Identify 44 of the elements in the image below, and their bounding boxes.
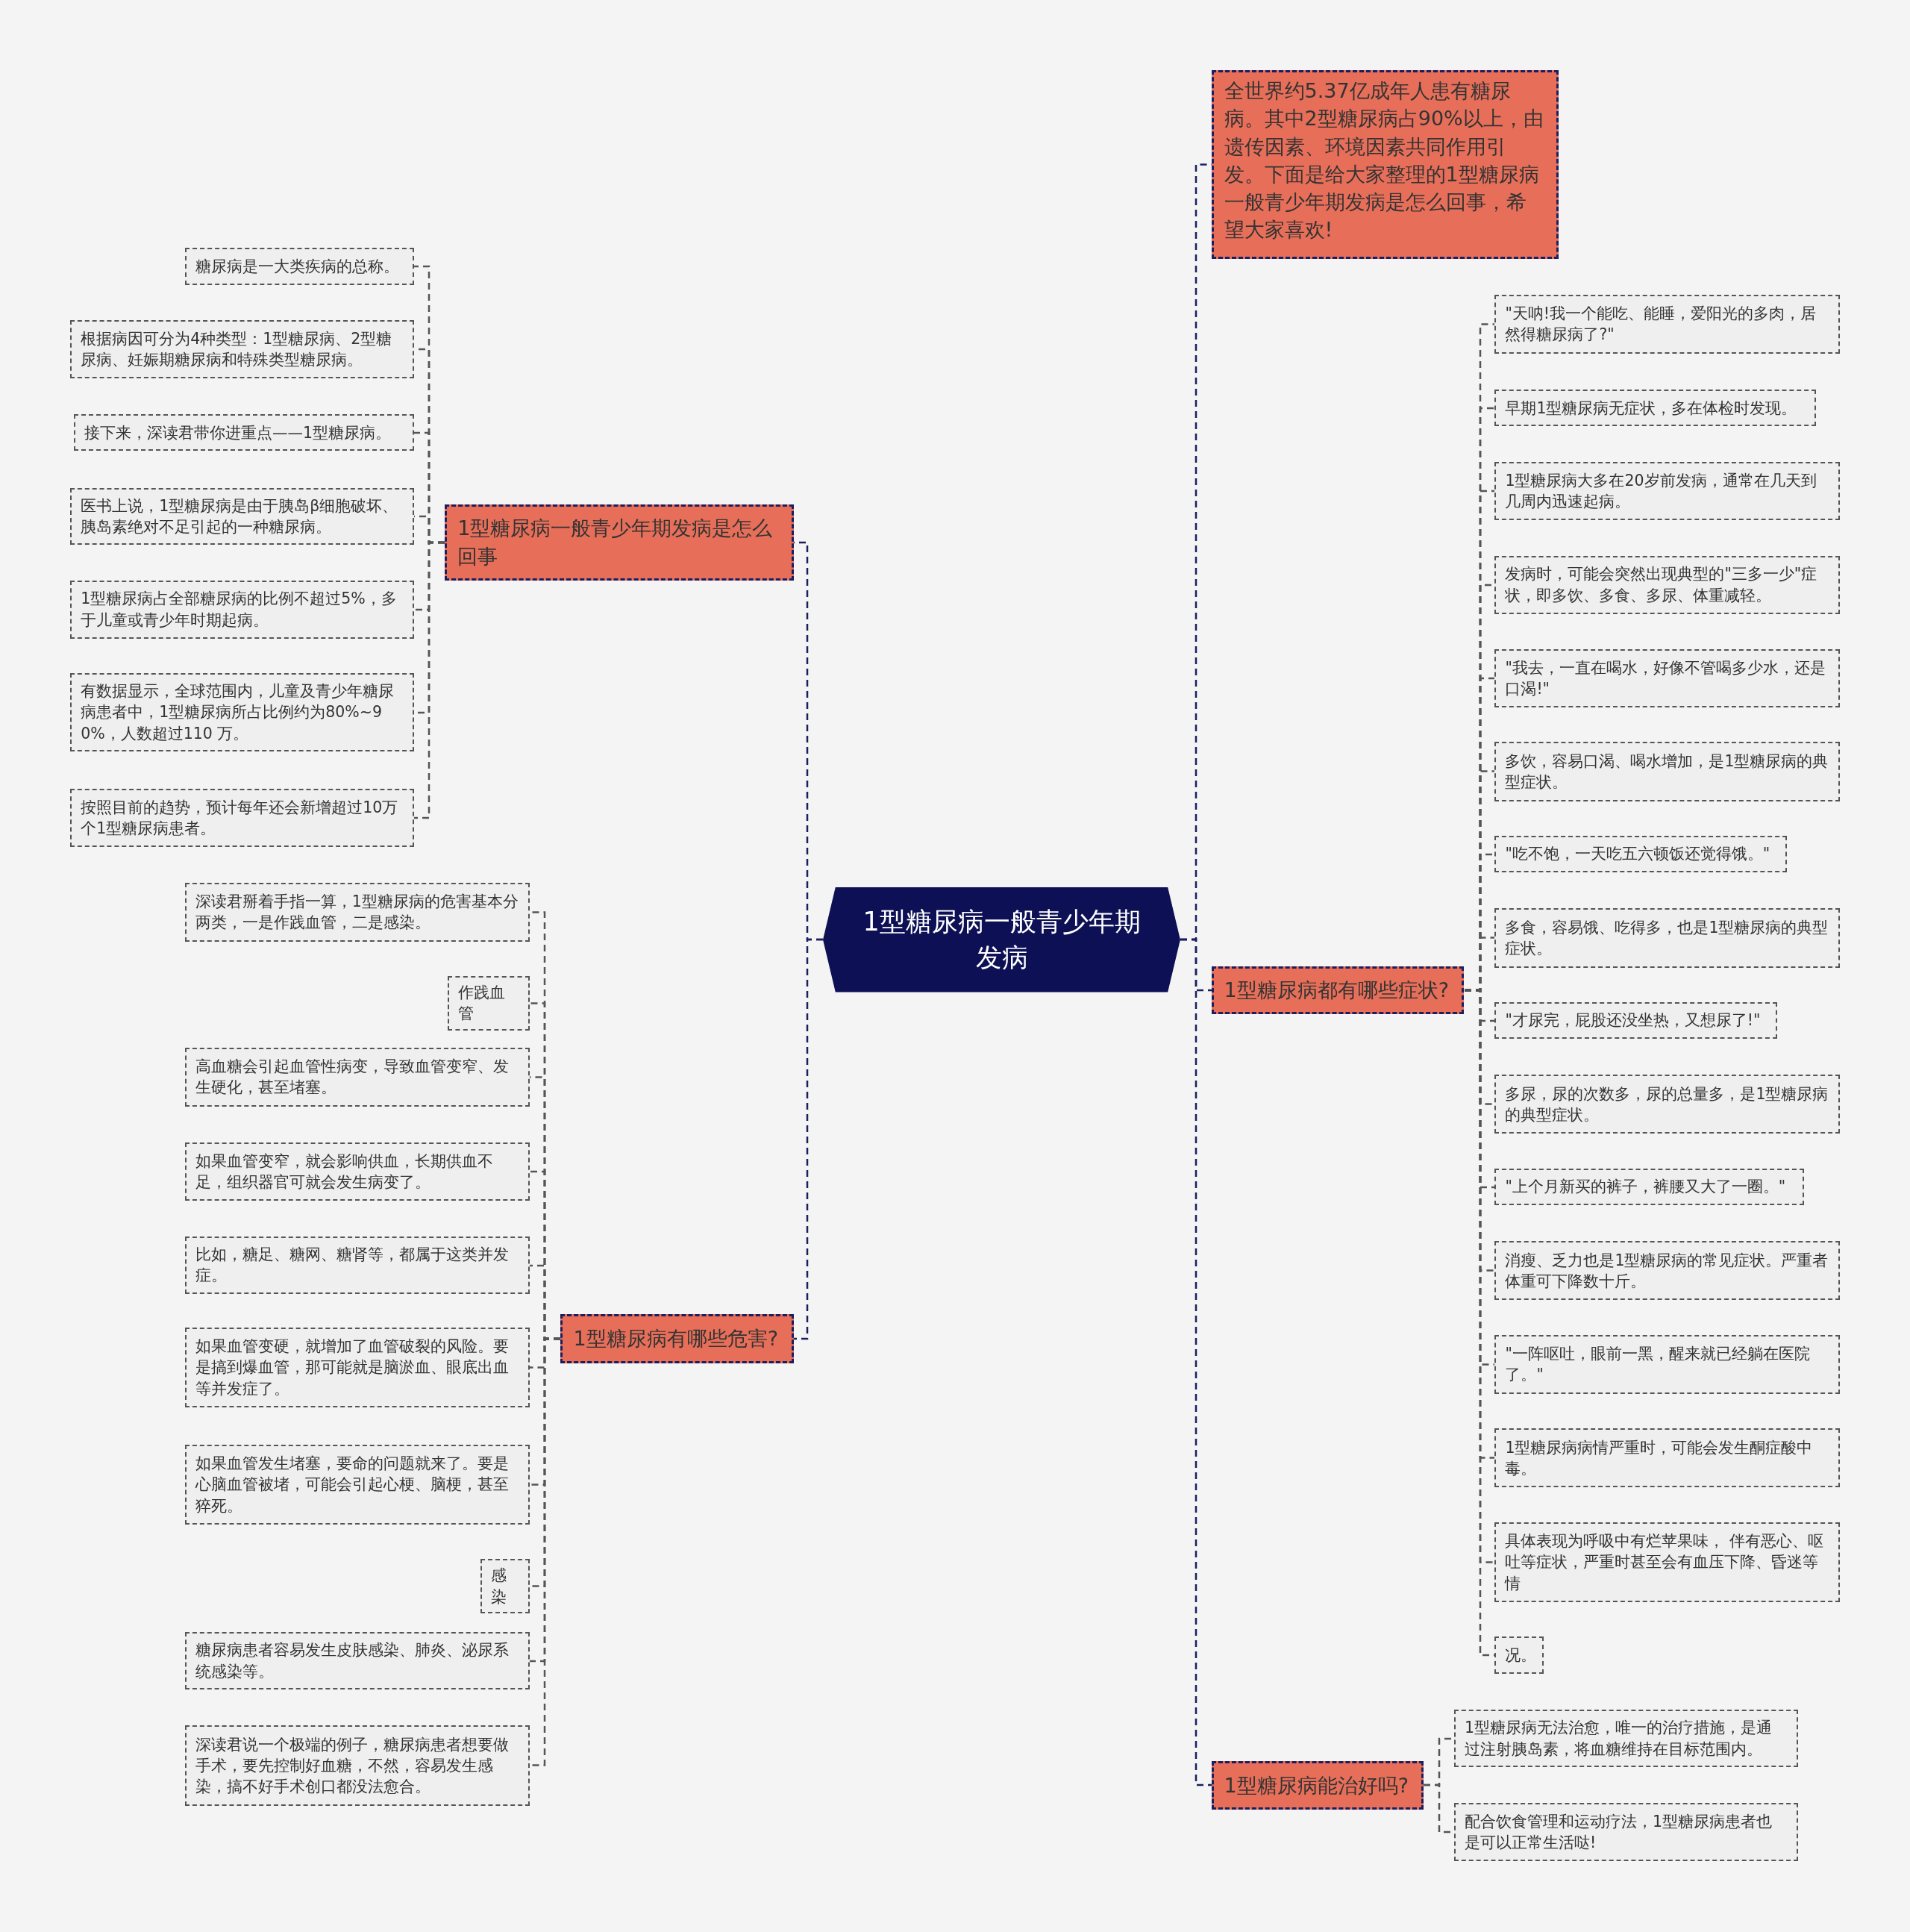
note-box: 多尿，尿的次数多，尿的总量多，是1型糖尿病的典型症状。 xyxy=(1494,1075,1840,1134)
note-box: 有数据显示，全球范围内，儿童及青少年糖尿病患者中，1型糖尿病所占比例约为80%~90%，人数超过110 万。 xyxy=(70,672,414,752)
note-box: 1型糖尿病无法治愈，唯一的治疗措施，是通过注射胰岛素，将血糖维持在目标范围内。 xyxy=(1453,1709,1798,1768)
note-box: 根据病因可分为4种类型：1型糖尿病、2型糖尿病、妊娠期糖尿病和特殊类型糖尿病。 xyxy=(70,320,414,379)
note-box: 1型糖尿病大多在20岁前发病，通常在几天到几周内迅速起病。 xyxy=(1494,462,1840,520)
note-box: 如果血管发生堵塞，要命的问题就来了。要是心脑血管被堵，可能会引起心梗、脑梗，甚至猝死。 xyxy=(184,1444,530,1525)
note-box: 高血糖会引起血管性病变，导致血管变窄、发生硬化，甚至堵塞。 xyxy=(184,1047,530,1107)
intro-box: 全世界约5.37亿成年人患有糖尿病。其中2型糖尿病占90%以上，由遗传因素、环境因素共同作用引发。下面是给大家整理的1型糖尿病一般青少年期发病是怎么回事，希望大家喜欢! xyxy=(1211,70,1559,259)
note-box: 配合饮食管理和运动疗法，1型糖尿病患者也是可以正常生活哒! xyxy=(1453,1803,1798,1861)
note-box: "上个月新买的裤子，裤腰又大了一圈。" xyxy=(1494,1168,1804,1206)
note-box: 多饮，容易口渴、喝水增加，是1型糖尿病的典型症状。 xyxy=(1494,742,1840,801)
connector-line xyxy=(414,541,445,819)
note-box: 如果血管变窄，就会影响供血，长期供血不足，组织器官可就会发生病变了。 xyxy=(184,1142,530,1201)
note-box: 多食，容易饿、吃得多，也是1型糖尿病的典型症状。 xyxy=(1494,908,1840,968)
note-box: 糖尿病患者容易发生皮肤感染、肺炎、泌尿系统感染等。 xyxy=(184,1631,530,1690)
note-box: 感染 xyxy=(480,1559,530,1613)
note-box: 作践血管 xyxy=(447,976,530,1031)
note-box: "天呐!我一个能吃、能睡，爱阳光的多肉，居然得糖尿病了?" xyxy=(1494,294,1840,354)
topic-box: 1型糖尿病都有哪些症状? xyxy=(1211,966,1465,1015)
central-topic-hexagon: 1型糖尿病一般青少年期发病 xyxy=(823,887,1181,992)
note-box: 发病时，可能会突然出现典型的"三多一少"症状，即多饮、多食、多尿、体重减轻。 xyxy=(1494,555,1840,614)
note-box: 深读君掰着手指一算，1型糖尿病的危害基本分两类，一是作践血管，二是感染。 xyxy=(184,882,530,942)
topic-box: 1型糖尿病能治好吗? xyxy=(1211,1761,1424,1810)
note-box: 况。 xyxy=(1494,1636,1544,1674)
note-box: "我去，一直在喝水，好像不管喝多少水，还是口渴!" xyxy=(1494,649,1840,707)
note-box: 消瘦、乏力也是1型糖尿病的常见症状。严重者体重可下降数十斤。 xyxy=(1494,1241,1840,1301)
note-box: 按照目前的趋势，预计每年还会新增超过10万个1型糖尿病患者。 xyxy=(70,789,414,847)
note-box: "才尿完，屁股还没坐热，又想尿了!" xyxy=(1494,1001,1777,1040)
connector-line xyxy=(1180,938,1212,1786)
note-box: 1型糖尿病占全部糖尿病的比例不超过5%，多于儿童或青少年时期起病。 xyxy=(70,580,414,639)
note-box: "吃不饱，一天吃五六顿饭还觉得饿。" xyxy=(1494,835,1787,873)
note-box: 接下来，深读君带你进重点——1型糖尿病。 xyxy=(74,413,414,451)
note-box: 如果血管变硬，就增加了血管破裂的风险。要是搞到爆血管，那可能就是脑淤血、眼底出血等并发症了。 xyxy=(184,1327,530,1408)
note-box: "一阵呕吐，眼前一黑，醒来就已经躺在医院了。" xyxy=(1494,1334,1840,1394)
note-box: 深读君说一个极端的例子，糖尿病患者想要做手术，要先控制好血糖，不然，容易发生感染，搞不好手术创口都没法愈合。 xyxy=(184,1725,530,1806)
topic-box: 1型糖尿病有哪些危害? xyxy=(560,1313,794,1363)
connector-line xyxy=(793,938,823,1340)
note-box: 具体表现为呼吸中有烂苹果味， 伴有恶心、呕吐等症状，严重时甚至会有血压下降、昏迷等情 xyxy=(1494,1522,1840,1603)
note-box: 比如，糖足、糖网、糖肾等，都属于这类并发症。 xyxy=(184,1236,530,1295)
note-box: 糖尿病是一大类疾病的总称。 xyxy=(184,247,414,285)
note-box: 早期1型糖尿病无症状，多在体检时发现。 xyxy=(1494,389,1817,427)
note-box: 医书上说，1型糖尿病是由于胰岛β细胞破坏、胰岛素绝对不足引起的一种糖尿病。 xyxy=(70,488,414,545)
note-box: 1型糖尿病病情严重时，可能会发生酮症酸中毒。 xyxy=(1494,1428,1840,1488)
topic-box: 1型糖尿病一般青少年期发病是怎么回事 xyxy=(445,504,794,581)
